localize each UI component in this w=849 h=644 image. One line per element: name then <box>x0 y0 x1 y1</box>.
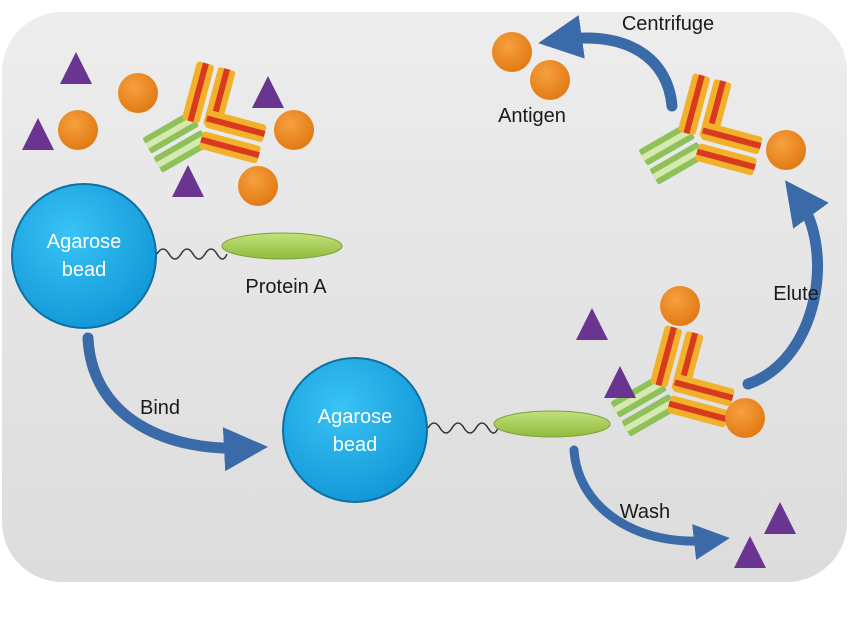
antigen-sphere-free <box>492 32 532 72</box>
protein-a-top <box>221 232 343 260</box>
agarose-bead-bottom <box>282 357 428 503</box>
antigen-sphere <box>274 110 314 150</box>
antigen-sphere <box>58 110 98 150</box>
contaminant-triangle <box>22 118 54 150</box>
bind-label: Bind <box>140 397 180 419</box>
wash-label: Wash <box>620 501 670 523</box>
bead-bottom-label-line1: Agarose <box>318 406 393 428</box>
antigen-sphere <box>238 166 278 206</box>
wash-arrow <box>569 445 730 560</box>
contaminant-triangle <box>734 536 766 568</box>
background-panel <box>2 12 847 582</box>
protein-a-bottom <box>493 410 611 438</box>
contaminant-triangle <box>764 502 796 534</box>
antigen-sphere-bound <box>660 286 700 326</box>
contaminant-triangle <box>172 165 204 197</box>
bead-bottom-label-line2: bead <box>333 434 378 456</box>
contaminant-triangle <box>252 76 284 108</box>
antigen-sphere-bound <box>725 398 765 438</box>
linker-top <box>156 248 228 260</box>
protein-a-label: Protein A <box>245 276 327 298</box>
contaminant-triangle <box>576 308 608 340</box>
antigen-sphere-eluted <box>766 130 806 170</box>
centrifuge-label: Centrifuge <box>622 13 714 35</box>
antigen-sphere-free <box>530 60 570 100</box>
centrifuge-arrow <box>538 15 678 112</box>
bead-top-label-line1: Agarose <box>47 231 122 253</box>
antigen-label: Antigen <box>498 105 566 127</box>
elute-label: Elute <box>773 283 819 305</box>
elute-arrow <box>742 180 829 390</box>
bind-arrow <box>82 332 268 472</box>
agarose-bead-top <box>11 183 157 329</box>
linker-bottom <box>427 422 499 434</box>
bead-top-label-line2: bead <box>62 259 107 281</box>
contaminant-triangle <box>60 52 92 84</box>
antigen-sphere <box>118 73 158 113</box>
contaminant-triangle <box>604 366 636 398</box>
